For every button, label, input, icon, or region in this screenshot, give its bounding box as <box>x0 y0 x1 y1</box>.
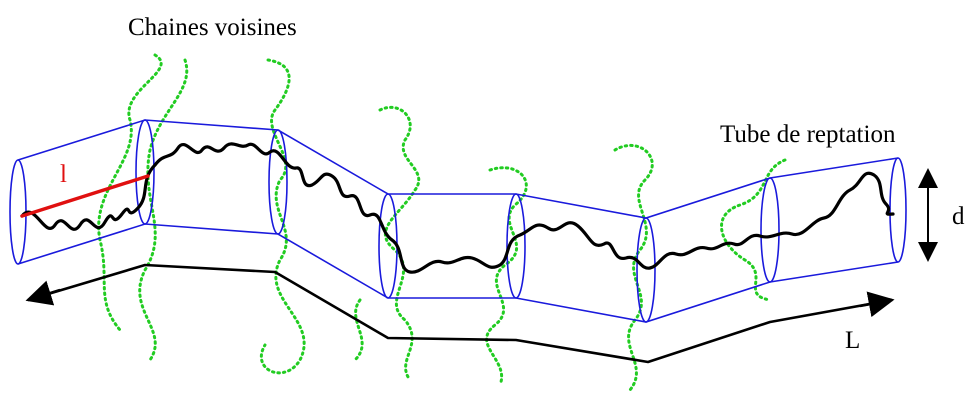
neighbor-chain-6 <box>613 143 654 392</box>
segment-length-line <box>20 174 150 218</box>
primitive-path-arrow-right <box>859 291 895 318</box>
tube-end-right <box>889 157 907 263</box>
primitive-path <box>27 263 893 364</box>
neighbor-chain-8 <box>353 298 364 362</box>
length-label: L <box>845 327 861 354</box>
diameter-label: d <box>952 203 965 230</box>
segment-label: l <box>60 161 67 188</box>
primitive-path-arrow-left <box>25 280 61 306</box>
neighbor-chain-2 <box>138 58 189 362</box>
tube-joint-6 <box>760 177 780 283</box>
neighbor-chain-1 <box>97 53 163 332</box>
tube-end-left <box>9 159 27 265</box>
neighbor-chain-5 <box>485 166 528 387</box>
polymer-chain <box>20 142 895 274</box>
tube-top-edge <box>17 119 899 219</box>
reptation-tube-label: Tube de reptation <box>720 121 896 148</box>
tube-bottom-edge <box>17 223 899 323</box>
tube-joint-3 <box>378 193 398 299</box>
neighbor-chains-label: Chaines voisines <box>128 14 297 41</box>
reptation-tube <box>9 119 907 323</box>
neighbor-chain-4 <box>378 105 421 382</box>
neighbor-chain-7 <box>720 158 787 302</box>
neighbor-chain-3 <box>259 58 306 375</box>
neighbor-chains <box>97 53 787 392</box>
